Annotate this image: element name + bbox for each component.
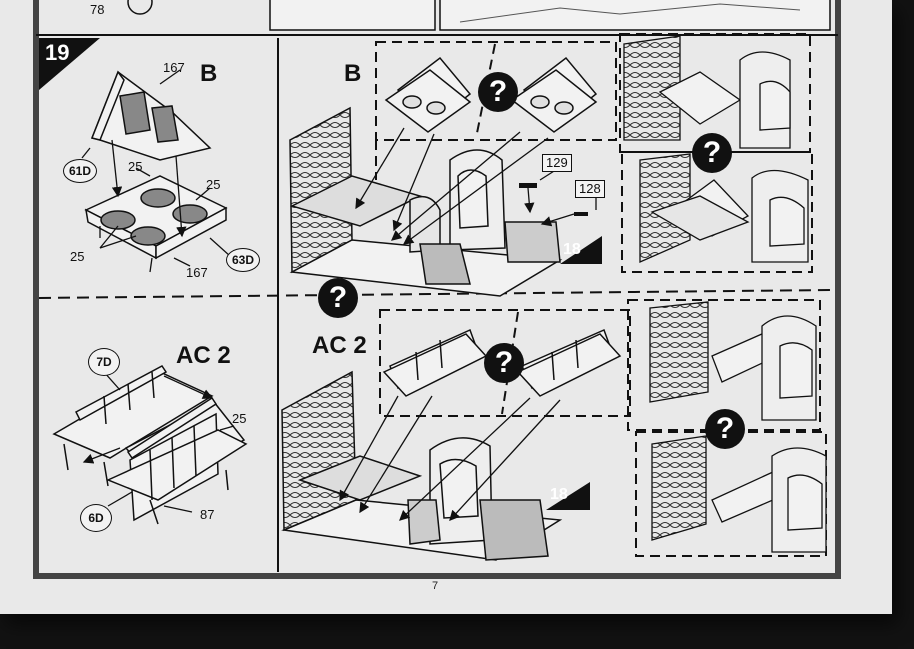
callout-7d: 7D bbox=[88, 348, 120, 376]
part-number-25-b: 25 bbox=[206, 177, 221, 192]
part-box-128: 128 bbox=[575, 180, 605, 199]
thumbnail-top-1 bbox=[623, 35, 791, 149]
question-mark-icon: ? bbox=[478, 72, 518, 112]
variant-label-b-left: B bbox=[200, 60, 218, 87]
step-number: 19 bbox=[45, 40, 70, 65]
callout-6d: 6D bbox=[80, 504, 112, 532]
thumbnail-top-2 bbox=[639, 153, 809, 263]
ref-step-18-bottom: 18 bbox=[550, 486, 568, 503]
part-box-129: 129 bbox=[542, 154, 572, 173]
variant-label-ac2-left: AC 2 bbox=[176, 342, 231, 369]
cockpit-interior-top bbox=[289, 106, 563, 297]
callout-61d: 61D bbox=[63, 159, 97, 183]
ref-18-triangle-bottom bbox=[546, 482, 590, 510]
part-number-25-bench: 25 bbox=[232, 411, 247, 426]
question-mark-icon: ? bbox=[692, 133, 732, 173]
cockpit-interior-bottom bbox=[281, 370, 563, 561]
part-129-piece bbox=[519, 183, 537, 188]
seat-pair-top bbox=[384, 56, 598, 133]
page-frame bbox=[33, 0, 841, 579]
ref-step-18-top: 18 bbox=[563, 241, 581, 258]
seat-part-167 bbox=[90, 70, 212, 161]
page-number: 7 bbox=[432, 580, 439, 592]
part-128-piece bbox=[574, 212, 588, 216]
variant-label-b-right: B bbox=[344, 60, 362, 87]
divider-dashed bbox=[38, 289, 831, 299]
bench-part-6d bbox=[106, 396, 248, 525]
part-number-167-bottom: 167 bbox=[186, 265, 208, 280]
callout-63d: 63D bbox=[226, 248, 260, 272]
thumbnail-bottom-1 bbox=[649, 301, 817, 421]
question-mark-icon: ? bbox=[318, 278, 358, 318]
step-number-badge bbox=[39, 38, 100, 90]
part-number-25-a: 25 bbox=[128, 159, 143, 174]
part-number-78: 78 bbox=[90, 2, 105, 17]
part-number-87: 87 bbox=[200, 507, 215, 522]
variant-label-ac2-right: AC 2 bbox=[312, 332, 367, 359]
part-number-167-top: 167 bbox=[163, 60, 185, 75]
thumbnail-bottom-2 bbox=[651, 435, 827, 553]
part-number-25-c: 25 bbox=[70, 249, 85, 264]
question-mark-icon: ? bbox=[484, 343, 524, 383]
question-mark-icon: ? bbox=[705, 409, 745, 449]
ref-18-triangle bbox=[560, 236, 602, 264]
base-part-167 bbox=[84, 175, 228, 260]
